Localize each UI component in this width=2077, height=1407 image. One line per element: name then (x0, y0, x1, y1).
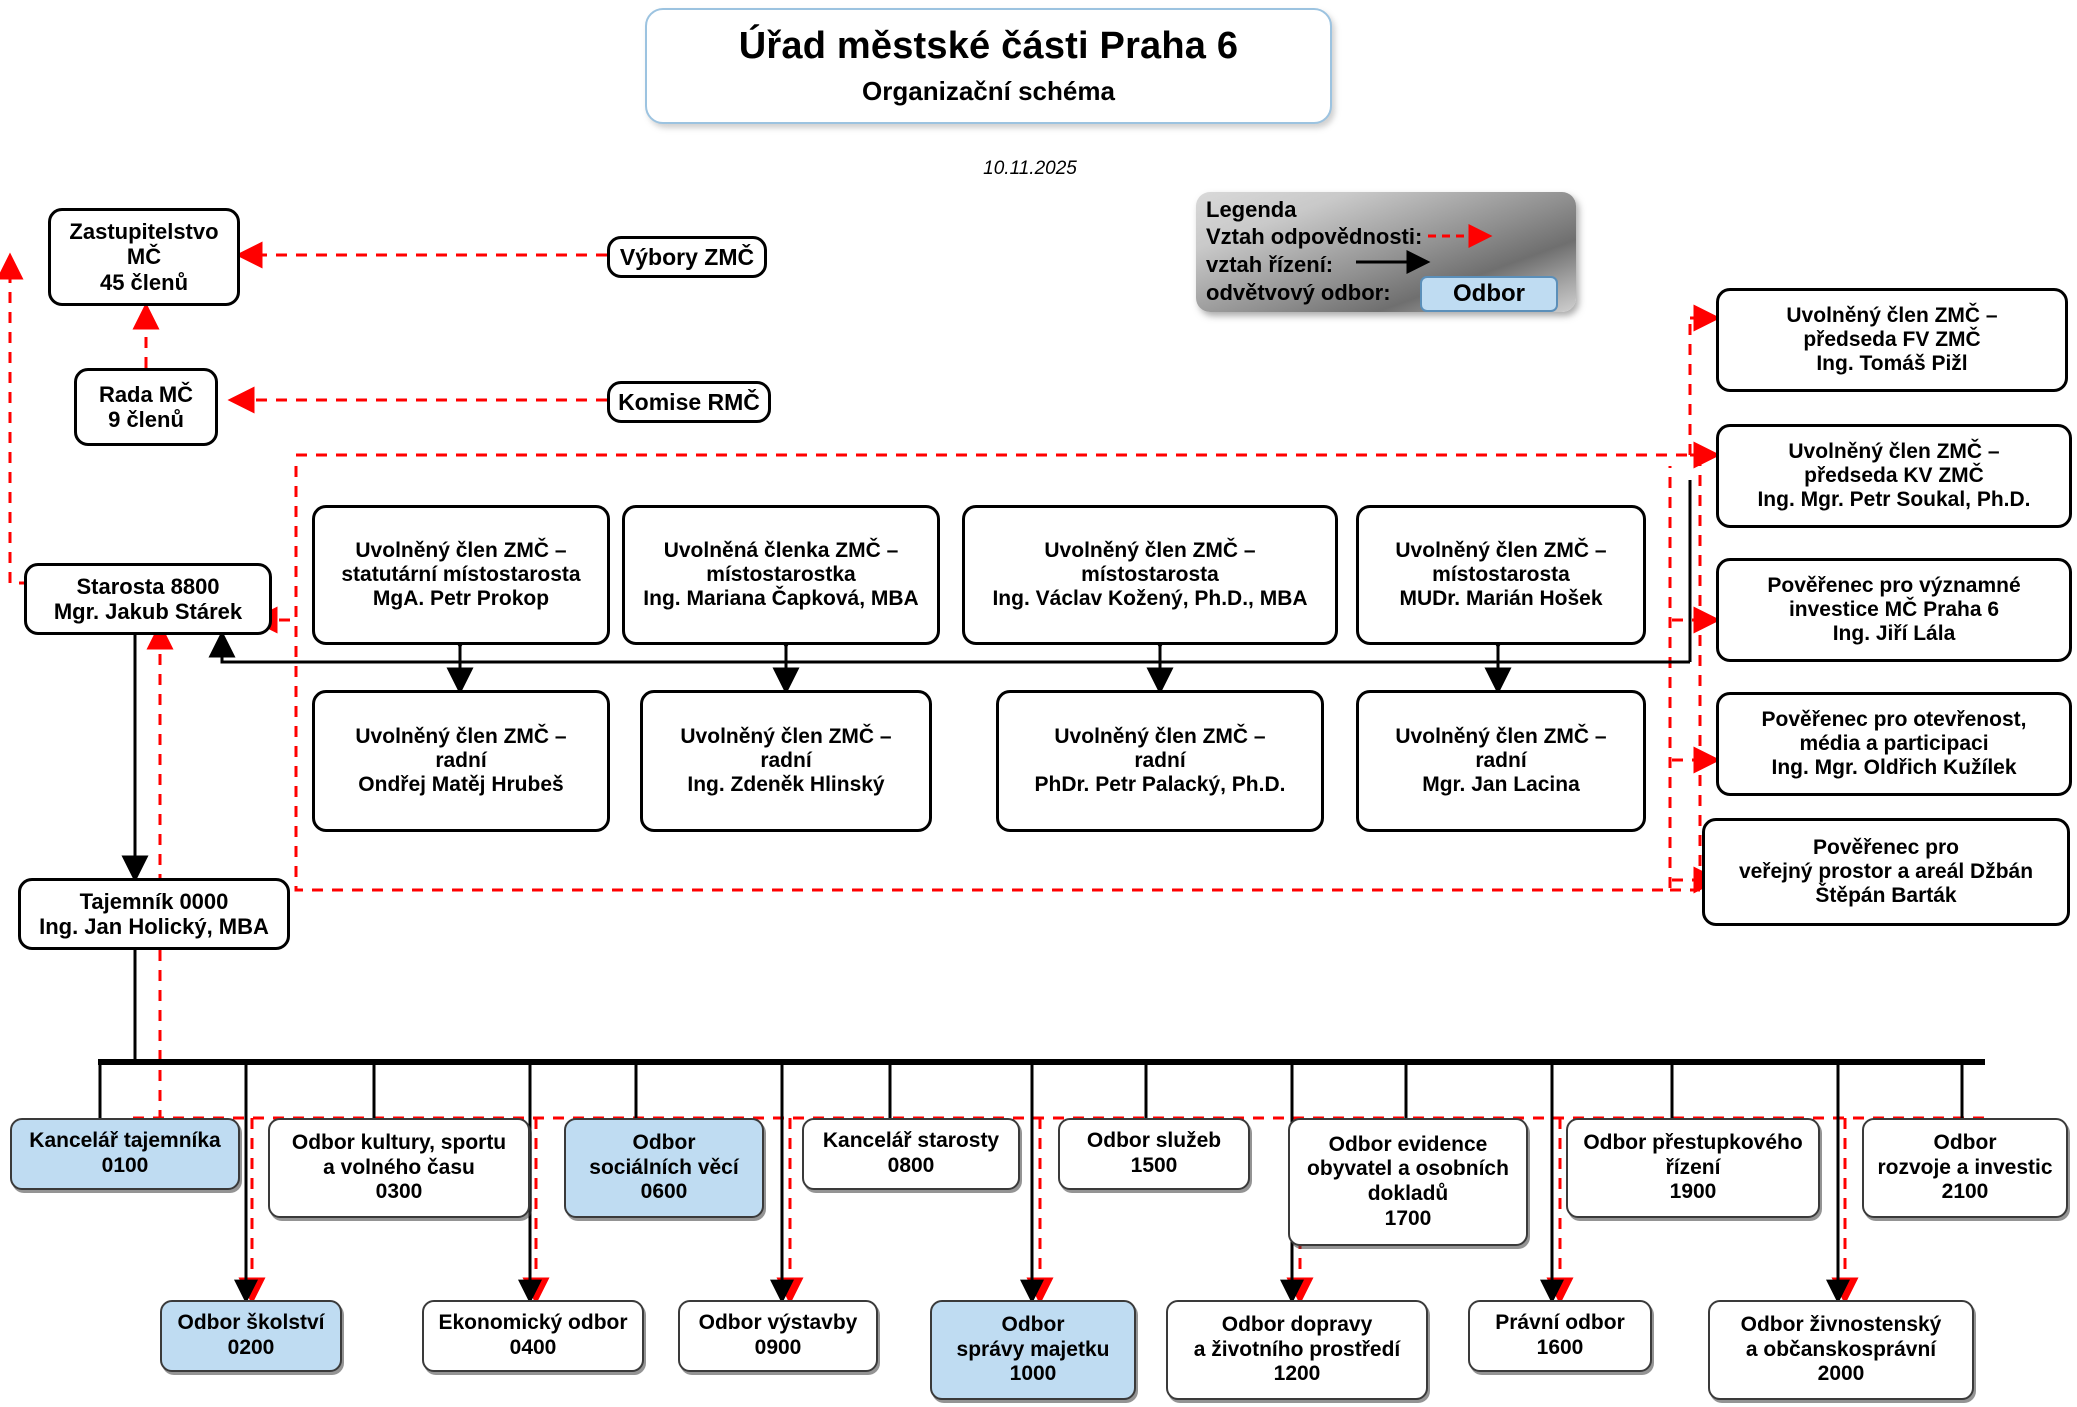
legend-responsibility-label: Vztah odpovědnosti: (1206, 224, 1423, 249)
legend-box: Legenda Vztah odpovědnosti: vztah řízení… (1196, 192, 1576, 312)
node-deputy-1[interactable]: Uvolněný člen ZMČ – statutární místostar… (312, 505, 610, 645)
legend-management-label: vztah řízení: (1206, 252, 1334, 277)
legend-arrows (1356, 224, 1493, 274)
node-tajemnik[interactable]: Tajemník 0000 Ing. Jan Holický, MBA (18, 878, 290, 950)
legend-sector-chip: Odbor (1420, 276, 1558, 312)
dept-0100[interactable]: Kancelář tajemníka 0100 (10, 1118, 240, 1190)
legend-sector-label: odvětvový odbor: (1206, 280, 1391, 305)
dept-1200[interactable]: Odbor dopravy a životního prostředí 1200 (1166, 1300, 1428, 1400)
node-komise-rmc[interactable]: Komise RMČ (607, 381, 771, 423)
dept-1600[interactable]: Právní odbor 1600 (1468, 1300, 1652, 1372)
node-right-1[interactable]: Uvolněný člen ZMČ – předseda FV ZMČ Ing.… (1716, 288, 2068, 392)
page-title: Úřad městské části Praha 6 (738, 25, 1239, 67)
node-right-2[interactable]: Uvolněný člen ZMČ – předseda KV ZMČ Ing.… (1716, 424, 2072, 528)
dept-1500[interactable]: Odbor služeb 1500 (1058, 1118, 1250, 1190)
dept-2100[interactable]: Odbor rozvoje a investic 2100 (1862, 1118, 2068, 1218)
chart-date: 10.11.2025 (983, 158, 1077, 179)
legend-title: Legenda (1206, 197, 1297, 222)
dept-0400[interactable]: Ekonomický odbor 0400 (422, 1300, 644, 1372)
dept-0900[interactable]: Odbor výstavby 0900 (678, 1300, 878, 1372)
node-vybory-zmc[interactable]: Výbory ZMČ (607, 236, 767, 278)
node-right-4[interactable]: Pověřenec pro otevřenost, média a partic… (1716, 692, 2072, 796)
node-zastupitelstvo[interactable]: Zastupitelstvo MČ 45 členů (48, 208, 240, 306)
dept-0300[interactable]: Odbor kultury, sportu a volného času 030… (268, 1118, 530, 1218)
dept-0200[interactable]: Odbor školství 0200 (160, 1300, 342, 1372)
dept-2000[interactable]: Odbor živnostenský a občanskosprávní 200… (1708, 1300, 1974, 1400)
dept-0600[interactable]: Odbor sociálních věcí 0600 (564, 1118, 764, 1218)
dept-0800[interactable]: Kancelář starosty 0800 (802, 1118, 1020, 1190)
dept-1900[interactable]: Odbor přestupkového řízení 1900 (1566, 1118, 1820, 1218)
dept-1700[interactable]: Odbor evidence obyvatel a osobních dokla… (1288, 1118, 1528, 1246)
node-starosta[interactable]: Starosta 8800 Mgr. Jakub Stárek (24, 563, 272, 635)
node-right-3[interactable]: Pověřenec pro významné investice MČ Prah… (1716, 558, 2072, 662)
node-rada-mc[interactable]: Rada MČ 9 členů (74, 368, 218, 446)
dept-1000[interactable]: Odbor správy majetku 1000 (930, 1300, 1136, 1400)
chart-title-box: Úřad městské části Praha 6 Organizační s… (645, 8, 1332, 124)
page-subtitle: Organizační schéma (862, 76, 1115, 106)
node-right-5[interactable]: Pověřenec pro veřejný prostor a areál Dž… (1702, 818, 2070, 926)
